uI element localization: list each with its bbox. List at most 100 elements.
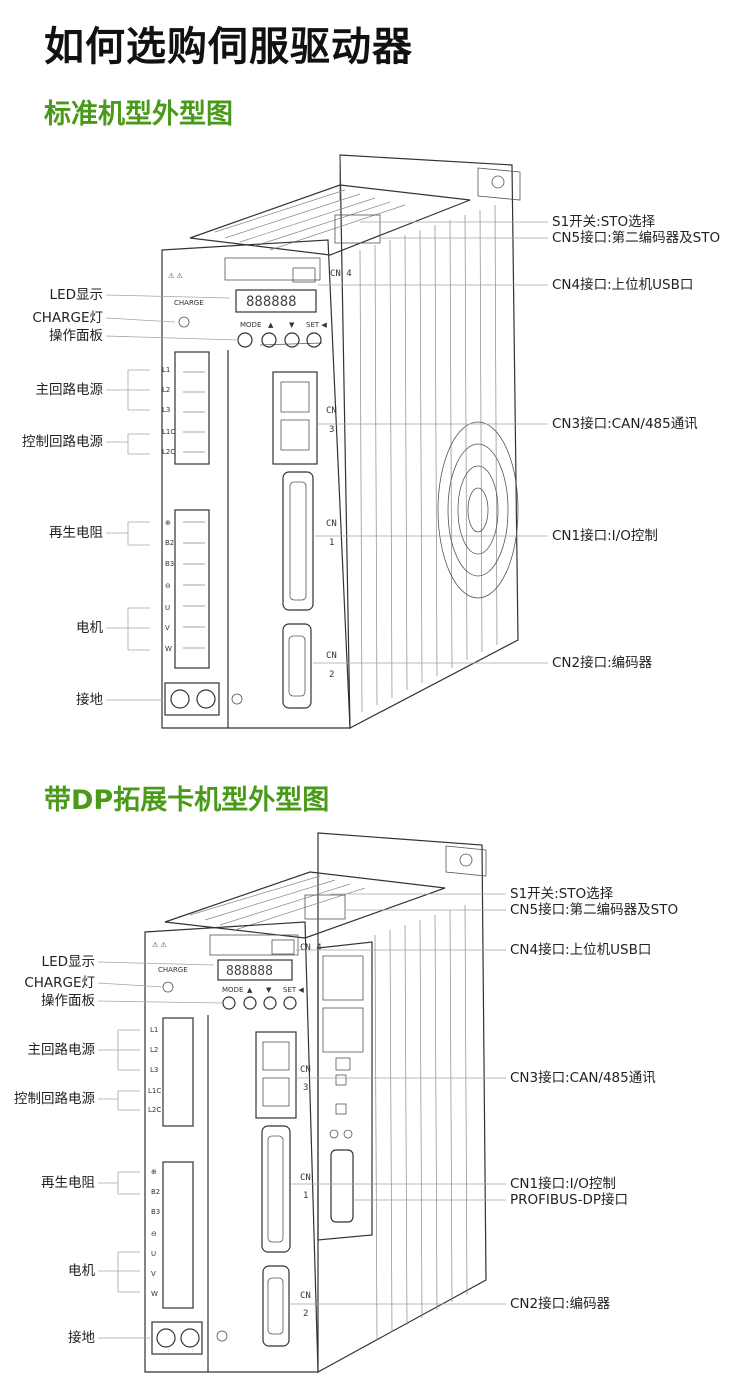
svg-text:CN: CN xyxy=(300,1291,311,1301)
fan-grille xyxy=(437,421,519,599)
svg-text:W: W xyxy=(165,645,172,653)
section-heading-standard: 标准机型外型图 xyxy=(44,99,233,130)
front-panel xyxy=(161,239,351,729)
page-title: 如何选购伺服驱动器 xyxy=(44,24,413,70)
operation-buttons xyxy=(237,332,322,348)
dp-card xyxy=(317,941,373,1241)
label-cn4: CN4接口:上位机USB口 xyxy=(510,942,652,958)
svg-text:B3: B3 xyxy=(165,560,174,568)
s1-cn5-port xyxy=(334,214,381,244)
top-cover xyxy=(164,871,446,939)
label-control-power: 控制回路电源 xyxy=(22,434,103,450)
cn4-usb-port xyxy=(292,267,316,283)
cn2-port xyxy=(262,1265,290,1347)
label-regen-resistor: 再生电阻 xyxy=(49,525,103,541)
label-cn1: CN1接口:I/O控制 xyxy=(510,1176,616,1192)
svg-text:2: 2 xyxy=(329,670,334,680)
svg-text:⊖: ⊖ xyxy=(165,582,171,590)
label-profibus-dp: PROFIBUS-DP接口 xyxy=(510,1192,629,1208)
svg-text:L3: L3 xyxy=(162,406,170,414)
label-motor: 电机 xyxy=(76,620,103,636)
svg-text:CHARGE: CHARGE xyxy=(174,299,204,307)
label-operation-panel: 操作面板 xyxy=(49,328,103,344)
label-cn3: CN3接口:CAN/485通讯 xyxy=(552,416,698,432)
regen-motor-terminal xyxy=(162,1161,194,1309)
svg-text:B2: B2 xyxy=(165,539,174,547)
svg-text:L2: L2 xyxy=(162,386,170,394)
svg-text:SET ◀: SET ◀ xyxy=(283,986,304,994)
svg-text:L1: L1 xyxy=(162,366,170,374)
led-display xyxy=(217,959,293,981)
svg-text:B2: B2 xyxy=(151,1188,160,1196)
cn1-port xyxy=(282,471,314,611)
label-cn5: CN5接口:第二编码器及STO xyxy=(552,230,721,246)
svg-text:CN: CN xyxy=(326,519,337,529)
label-regen-resistor: 再生电阻 xyxy=(41,1175,95,1191)
regen-motor-terminal xyxy=(174,509,210,669)
svg-text:U: U xyxy=(165,604,170,612)
main-power-terminal xyxy=(174,351,210,465)
svg-text:L1C: L1C xyxy=(148,1087,161,1095)
label-cn3: CN3接口:CAN/485通讯 xyxy=(510,1070,656,1086)
svg-text:L1: L1 xyxy=(150,1026,158,1034)
charge-lamp xyxy=(178,316,190,328)
cn1-port xyxy=(261,1125,291,1253)
svg-text:1: 1 xyxy=(303,1191,308,1201)
svg-text:⊕: ⊕ xyxy=(165,519,171,527)
svg-text:CN: CN xyxy=(326,406,337,416)
label-charge-lamp: CHARGE灯 xyxy=(32,310,103,326)
svg-text:CN 4: CN 4 xyxy=(330,269,352,279)
dp-drive-drawing: CN 4 ⚠ ⚠ 888888 CHARGE MODE ▲ ▼ SET ◀ L1… xyxy=(97,832,506,1374)
label-cn2: CN2接口:编码器 xyxy=(552,655,653,671)
front-panel xyxy=(144,921,319,1373)
charge-lamp xyxy=(162,981,174,993)
operation-buttons xyxy=(222,996,297,1010)
heatsink-body xyxy=(339,154,519,729)
svg-text:L1C: L1C xyxy=(162,428,175,436)
label-operation-panel: 操作面板 xyxy=(41,993,95,1009)
label-ground: 接地 xyxy=(76,692,103,708)
svg-text:U: U xyxy=(151,1250,156,1258)
svg-text:SET ◀: SET ◀ xyxy=(306,321,327,329)
svg-text:▼: ▼ xyxy=(289,321,295,329)
svg-text:B3: B3 xyxy=(151,1208,160,1216)
label-cn4: CN4接口:上位机USB口 xyxy=(552,277,694,293)
s1-cn5-port xyxy=(304,894,346,920)
top-cover xyxy=(189,184,471,256)
heatsink-body xyxy=(317,832,487,1374)
label-ground: 接地 xyxy=(68,1330,95,1346)
svg-text:CN: CN xyxy=(300,1065,311,1075)
section-heading-dp: 带DP拓展卡机型外型图 xyxy=(44,785,330,816)
label-cn5: CN5接口:第二编码器及STO xyxy=(510,902,679,918)
label-cn1: CN1接口:I/O控制 xyxy=(552,528,658,544)
label-charge-lamp: CHARGE灯 xyxy=(24,975,95,991)
svg-text:L2C: L2C xyxy=(162,448,175,456)
svg-text:L2C: L2C xyxy=(148,1106,161,1114)
svg-text:3: 3 xyxy=(329,425,334,435)
svg-text:MODE: MODE xyxy=(222,986,243,994)
svg-text:2: 2 xyxy=(303,1309,308,1319)
svg-text:⚠ ⚠: ⚠ ⚠ xyxy=(152,941,168,949)
heatsink-fins xyxy=(359,204,498,713)
label-control-power: 控制回路电源 xyxy=(14,1091,95,1107)
label-main-power: 主回路电源 xyxy=(27,1042,96,1058)
ground-terminal xyxy=(151,1321,203,1355)
svg-text:L2: L2 xyxy=(150,1046,158,1054)
standard-drive-drawing: CN 4 ⚠ ⚠ 888888 CHARGE MODE ▲ ▼ SET ◀ L1… xyxy=(105,154,548,729)
label-motor: 电机 xyxy=(68,1263,95,1279)
svg-text:3: 3 xyxy=(303,1083,308,1093)
label-main-power: 主回路电源 xyxy=(35,382,104,398)
svg-text:CN 4: CN 4 xyxy=(300,943,322,953)
cn3-port xyxy=(272,371,318,465)
svg-text:▼: ▼ xyxy=(266,986,272,994)
svg-text:⊕: ⊕ xyxy=(151,1168,157,1176)
label-led-display: LED显示 xyxy=(49,287,103,303)
svg-text:888888: 888888 xyxy=(246,294,297,310)
svg-text:⊖: ⊖ xyxy=(151,1230,157,1238)
label-s1-switch: S1开关:STO选择 xyxy=(552,214,656,230)
heatsink-fins xyxy=(374,904,468,1341)
svg-text:CHARGE: CHARGE xyxy=(158,966,188,974)
cn2-port xyxy=(282,623,312,709)
svg-text:V: V xyxy=(151,1270,156,1278)
cn4-usb-port xyxy=(271,939,295,955)
